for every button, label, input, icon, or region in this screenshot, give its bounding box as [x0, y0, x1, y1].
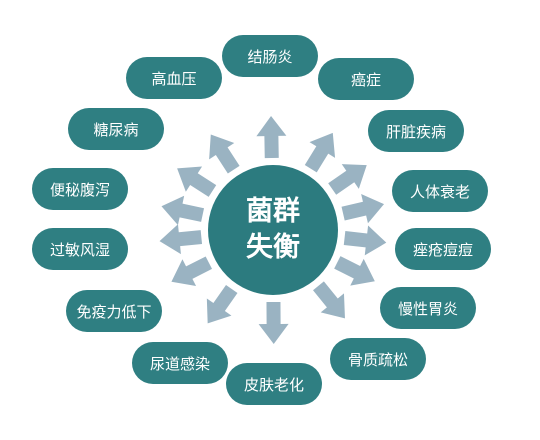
node-2-label: 癌症 — [350, 70, 381, 89]
node-13-label: 糖尿病 — [93, 120, 139, 139]
node-8-label: 皮肤老化 — [243, 375, 304, 394]
arrow-5 — [343, 225, 387, 256]
node-2: 癌症 — [318, 58, 414, 100]
node-13: 糖尿病 — [68, 108, 164, 150]
node-4: 人体衰老 — [392, 170, 488, 212]
node-7-label: 骨质疏松 — [347, 350, 408, 369]
node-5-label: 痤疮痘痘 — [412, 240, 473, 259]
node-9-label: 尿道感染 — [149, 354, 210, 373]
node-12: 便秘腹泻 — [32, 168, 128, 210]
node-6: 慢性胃炎 — [380, 287, 476, 329]
node-10: 免疫力低下 — [66, 290, 162, 332]
node-7: 骨质疏松 — [330, 338, 426, 380]
node-9: 尿道感染 — [132, 342, 228, 384]
arrow-7 — [313, 281, 345, 319]
node-8: 皮肤老化 — [226, 363, 322, 405]
center-label-line1: 菌群 — [246, 196, 300, 227]
node-10-label: 免疫力低下 — [76, 302, 152, 321]
arrow-2 — [304, 132, 336, 173]
arrow-14 — [209, 134, 240, 174]
node-3-label: 肝脏疾病 — [385, 122, 446, 141]
arrow-9 — [206, 284, 238, 324]
node-11-label: 过敏风湿 — [49, 240, 110, 259]
node-14: 高血压 — [126, 57, 222, 99]
arrow-1 — [256, 116, 287, 159]
node-11: 过敏风湿 — [32, 228, 128, 270]
node-1-label: 结肠炎 — [247, 47, 293, 66]
arrow-8 — [258, 301, 289, 344]
arrow-6 — [334, 256, 375, 286]
node-3: 肝脏疾病 — [368, 110, 464, 152]
arrow-12 — [161, 195, 205, 226]
node-6-label: 慢性胃炎 — [397, 299, 458, 318]
node-5: 痤疮痘痘 — [395, 228, 491, 270]
node-12-label: 便秘腹泻 — [49, 180, 110, 199]
arrow-4 — [341, 194, 385, 224]
node-14-label: 高血压 — [151, 69, 197, 88]
node-4-label: 人体衰老 — [409, 182, 470, 201]
arrow-13 — [177, 166, 217, 197]
node-1: 结肠炎 — [222, 35, 318, 77]
arrow-10 — [171, 256, 213, 287]
arrow-3 — [328, 164, 367, 195]
arrow-11 — [159, 224, 203, 255]
center-circle: 菌群 失衡 — [208, 165, 338, 295]
center-label-line2: 失衡 — [246, 232, 300, 263]
